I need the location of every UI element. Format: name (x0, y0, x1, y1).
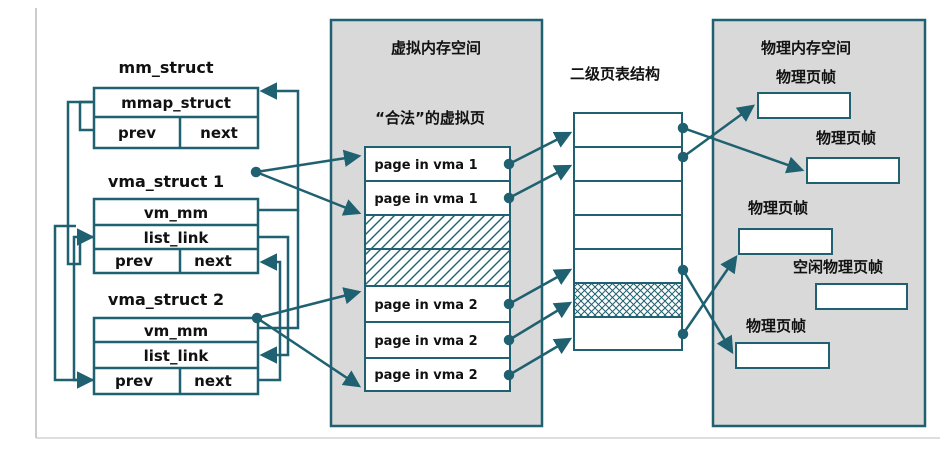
unmapped-virtual-page (364, 248, 511, 287)
virtual-page-cell (364, 180, 511, 216)
page-table-invalid-entry (573, 282, 683, 318)
physical-frame (735, 342, 830, 369)
vma1-list-link-field: list_link (144, 229, 210, 247)
vma2-prev-field: prev (115, 372, 153, 390)
virtual-page-cell (364, 321, 511, 359)
page-table-title: 二级页表结构 (570, 65, 660, 83)
table-to-frame-arrows (677, 104, 805, 355)
physical-frame (738, 228, 833, 255)
page-table: 二级页表结构 (570, 65, 683, 351)
vma1-vm-mm-field: vm_mm (144, 204, 208, 222)
physical-memory-panel: 物理内存空间 物理页帧 物理页帧 物理页帧 空闲物理页帧 物理页帧 (711, 18, 927, 428)
virtual-page-label: page in vma 2 (374, 298, 477, 313)
vma1-prev-field: prev (115, 252, 153, 270)
virtual-page-label: page in vma 1 (374, 158, 477, 173)
vma2-next-field: next (194, 372, 232, 390)
virtual-page-list: page in vma 1 page in vma 1 page in vma … (364, 146, 511, 392)
physical-frame (757, 92, 851, 119)
mm-prev-field: prev (118, 124, 156, 142)
physical-frame-label: 物理页帧 (746, 317, 806, 335)
physical-frame-label: 物理页帧 (748, 199, 808, 217)
mm-struct-title: mm_struct (119, 58, 214, 77)
physical-frame (806, 157, 900, 184)
physical-panel-title: 物理内存空间 (761, 39, 851, 57)
free-frame-label: 空闲物理页帧 (793, 258, 883, 276)
mm-next-field: next (200, 124, 238, 142)
virtual-page-label: page in vma 2 (374, 334, 477, 349)
virtual-memory-panel: 虚拟内存空间 “合法”的虚拟页 page in vma 1 page in vm… (329, 18, 544, 428)
vma-to-page-arrows (250, 149, 362, 388)
vma1-next-field: next (194, 252, 232, 270)
vma2-box (92, 316, 260, 396)
physical-frame-label: 物理页帧 (776, 68, 836, 86)
vma1-title: vma_struct 1 (108, 172, 224, 191)
vma2-title: vma_struct 2 (108, 290, 224, 309)
vma-struct-1-group: vma_struct 1 vm_mm list_link prev next (92, 172, 260, 275)
physical-frame-label: 物理页帧 (816, 129, 876, 147)
free-physical-frame (815, 283, 908, 310)
unmapped-virtual-page (364, 214, 511, 250)
vma-struct-2-group: vma_struct 2 vm_mm list_link prev next (92, 290, 260, 396)
legal-pages-subtitle: “合法”的虚拟页 (375, 109, 485, 127)
virtual-panel-title: 虚拟内存空间 (391, 39, 481, 57)
mm-struct-group: mm_struct mmap_struct prev next (92, 58, 260, 150)
vma2-vm-mm-field: vm_mm (144, 322, 208, 340)
virtual-page-label: page in vma 2 (374, 368, 477, 383)
page-to-table-arrows (503, 131, 573, 381)
linked-list-connectors (53, 82, 300, 389)
vma2-list-link-field: list_link (144, 347, 210, 365)
vma1-box (92, 197, 260, 275)
mmap-struct-field: mmap_struct (121, 94, 231, 112)
virtual-page-label: page in vma 1 (374, 192, 477, 207)
